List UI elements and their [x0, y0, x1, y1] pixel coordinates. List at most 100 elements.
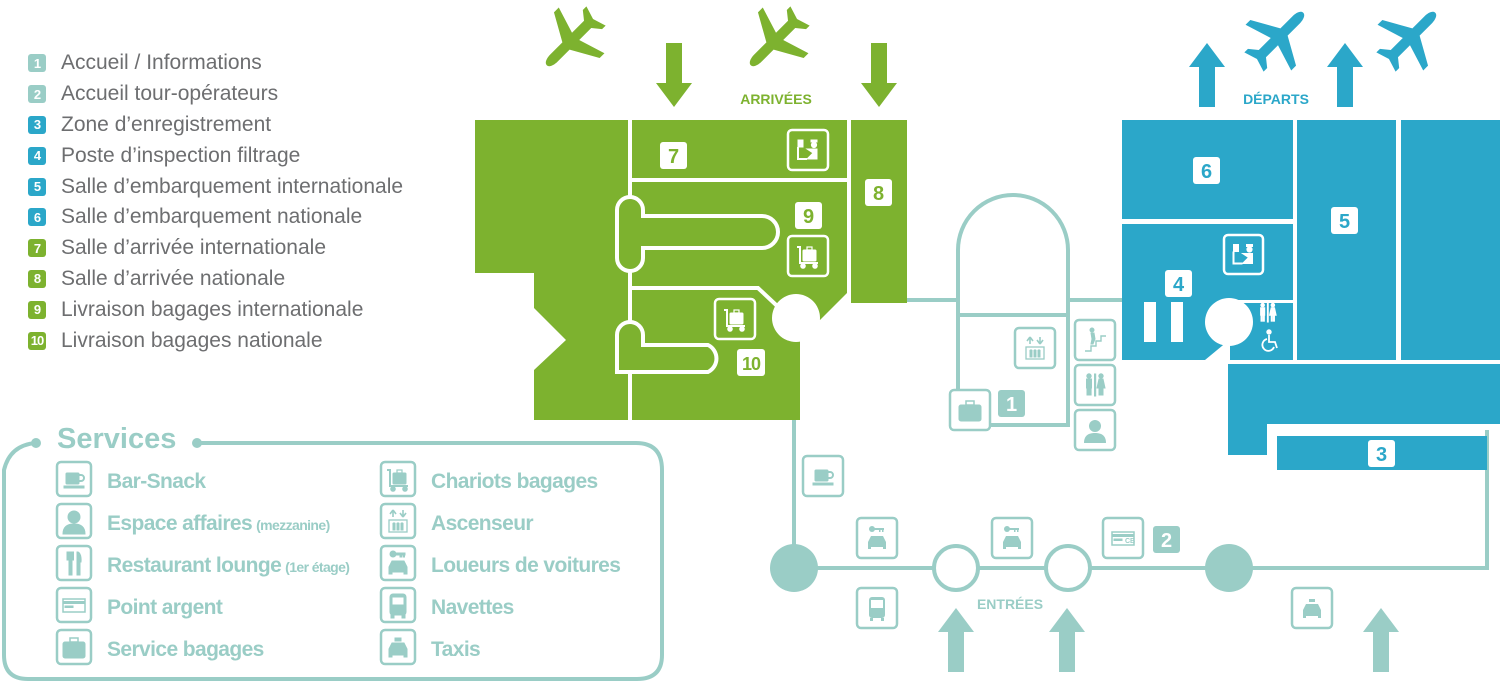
- legend-item: 5 Salle d’embarquement internationale: [28, 171, 403, 202]
- service-label: Taxis: [431, 638, 480, 661]
- cash-point-icon[interactable]: CB: [1101, 516, 1145, 560]
- business-lounge-icon[interactable]: [1073, 408, 1117, 452]
- service-icon-box: [55, 544, 93, 582]
- service-item: Ascenseur: [379, 502, 534, 540]
- service-item: Restaurant lounge(1er étage): [55, 544, 350, 582]
- service-item: Point argent: [55, 586, 224, 624]
- taxi-icon[interactable]: [1290, 586, 1334, 630]
- arrow-up-icon: [1049, 608, 1085, 672]
- zone-badge-3[interactable]: 3: [1368, 440, 1395, 467]
- legend-number-badge: 1: [28, 54, 46, 73]
- service-item: Service bagages: [55, 628, 264, 666]
- legend-item: 6 Salle d’embarquement nationale: [28, 202, 403, 233]
- zone-badge-10[interactable]: 10: [737, 349, 765, 376]
- service-icon-box: [379, 502, 417, 540]
- plane-arriving-icon: [523, 0, 619, 89]
- legend-label: Salle d’embarquement internationale: [61, 174, 404, 198]
- zone-badge-6[interactable]: 6: [1193, 157, 1220, 184]
- svg-text:10: 10: [742, 354, 761, 374]
- legend-label: Accueil / Informations: [61, 51, 262, 75]
- svg-text:7: 7: [668, 146, 679, 168]
- legend-number-badge: 7: [28, 239, 46, 258]
- legend-number-badge: 10: [28, 331, 46, 350]
- service-label: Restaurant lounge(1er étage): [107, 554, 349, 577]
- info-hall: [956, 193, 1070, 317]
- service-label: Point argent: [107, 596, 223, 619]
- service-label: Ascenseur: [431, 512, 533, 535]
- luggage-cart-icon[interactable]: [786, 234, 830, 278]
- car-rental-icon[interactable]: [855, 516, 899, 560]
- wheelchair-icon: [1261, 329, 1278, 352]
- service-item: Loueurs de voitures: [379, 544, 621, 582]
- legend-label: Salle d’arrivée nationale: [61, 266, 286, 290]
- customs-officer-icon[interactable]: [786, 128, 830, 172]
- legend-label: Poste d’inspection filtrage: [61, 143, 301, 167]
- svg-text:CB: CB: [1125, 538, 1135, 545]
- svg-text:4: 4: [1173, 274, 1185, 296]
- service-note: (1er étage): [285, 559, 349, 575]
- shuttle-bus-icon[interactable]: [855, 586, 899, 630]
- elevator-icon[interactable]: [1013, 326, 1057, 370]
- legend-number-badge: 3: [28, 115, 46, 134]
- service-note: (mezzanine): [256, 517, 330, 533]
- passport-control-icon[interactable]: [1222, 233, 1265, 276]
- service-item: Chariots bagages: [379, 460, 598, 498]
- legend-label: Salle d’embarquement nationale: [61, 205, 363, 229]
- arrivals-header: ARRIVÉES: [523, 0, 897, 107]
- svg-text:6: 6: [1201, 161, 1212, 183]
- luggage-cart-icon[interactable]: [713, 297, 757, 341]
- restrooms-icon: [1260, 302, 1277, 323]
- legend-item: 8 Salle d’arrivée nationale: [28, 264, 403, 295]
- svg-text:2: 2: [1161, 530, 1172, 552]
- arrow-up-icon: [1363, 608, 1399, 672]
- zone-badge-9[interactable]: 9: [795, 202, 822, 229]
- svg-text:1: 1: [1006, 394, 1017, 416]
- car-rental-icon[interactable]: [990, 516, 1034, 560]
- svg-text:9: 9: [803, 206, 814, 228]
- service-item: Bar-Snack: [55, 460, 207, 498]
- entrance-door[interactable]: [932, 544, 980, 592]
- legend-number-badge: 5: [28, 177, 46, 196]
- service-item: Espace affaires(mezzanine): [55, 502, 330, 540]
- service-label: Navettes: [431, 596, 514, 619]
- plane-departing-icon: [1231, 0, 1327, 85]
- legend-number-badge: 8: [28, 269, 46, 288]
- service-label: Bar-Snack: [107, 470, 206, 493]
- service-label: Service bagages: [107, 638, 264, 661]
- legend-number-badge: 2: [28, 85, 46, 104]
- entrance-door[interactable]: [1044, 544, 1092, 592]
- zone-badge-8[interactable]: 8: [865, 179, 892, 206]
- car-rental-icon: [388, 550, 408, 575]
- zone-badge-5[interactable]: 5: [1331, 207, 1358, 234]
- legend-label: Salle d’arrivée internationale: [61, 236, 326, 260]
- service-item: Taxis: [379, 628, 481, 666]
- node-filled: [770, 544, 818, 592]
- zone-badge-2[interactable]: 2: [1153, 526, 1180, 553]
- restrooms-icon[interactable]: [1073, 363, 1117, 407]
- circulation-paths: [792, 193, 1489, 570]
- svg-text:3: 3: [1376, 444, 1387, 466]
- legend-number-badge: 6: [28, 208, 46, 227]
- node-filled: [1205, 544, 1253, 592]
- stairs-icon[interactable]: [1073, 318, 1117, 362]
- bar-snack-icon[interactable]: [801, 454, 845, 498]
- zone-badge-4[interactable]: 4: [1165, 270, 1192, 297]
- entrances-label: ENTRÉES: [977, 596, 1043, 612]
- plane-arriving-icon: [727, 0, 823, 89]
- plane-departing-icon: [1363, 0, 1459, 85]
- baggage-service-icon[interactable]: [948, 388, 992, 432]
- arrow-down-icon: [656, 43, 692, 107]
- arrow-up-icon: [1189, 43, 1225, 107]
- arrow-up-icon: [1327, 43, 1363, 107]
- arrivals-building: [475, 120, 907, 420]
- zone-badge-7[interactable]: 7: [660, 142, 687, 169]
- legend-label: Livraison bagages internationale: [61, 297, 364, 321]
- zone-badge-1[interactable]: 1: [998, 390, 1025, 417]
- service-label: Chariots bagages: [431, 470, 598, 493]
